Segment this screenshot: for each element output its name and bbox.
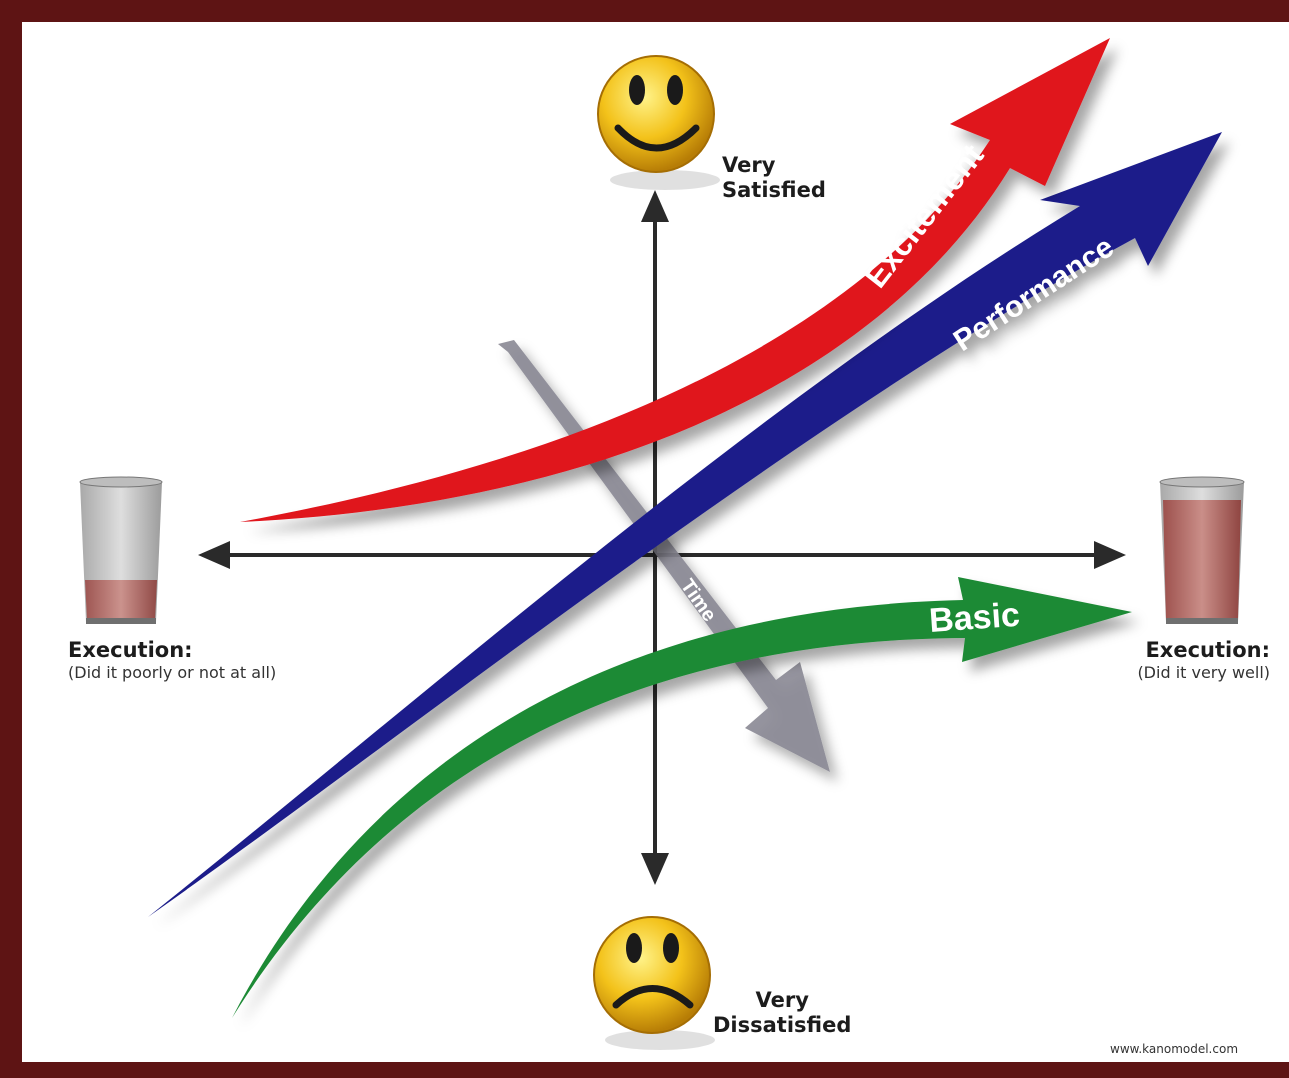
very-satisfied-label: Very Satisfied [722,153,826,203]
axis-arrowhead-left [198,541,230,569]
axis-arrowhead-down [641,853,669,885]
happy-smiley-icon [598,56,720,190]
execution-poor-subtitle: (Did it poorly or not at all) [68,663,276,683]
axis-arrowhead-right [1094,541,1126,569]
execution-poor-label: Execution: (Did it poorly or not at all) [68,638,276,683]
source-credit: www.kanomodel.com [1110,1042,1238,1056]
axis-arrowhead-up [641,190,669,222]
performance-curve: Performance [148,132,1222,917]
execution-well-label: Execution: (Did it very well) [1105,638,1270,683]
sad-smiley-icon [594,917,715,1050]
basic-label: Basic [928,596,1021,640]
execution-well-subtitle: (Did it very well) [1105,663,1270,683]
full-glass-icon [1160,477,1244,624]
execution-poor-title: Execution: [68,638,276,663]
very-dissatisfied-label: Very Dissatisfied [713,988,851,1038]
nearly-empty-glass-icon [80,477,162,624]
execution-well-title: Execution: [1105,638,1270,663]
